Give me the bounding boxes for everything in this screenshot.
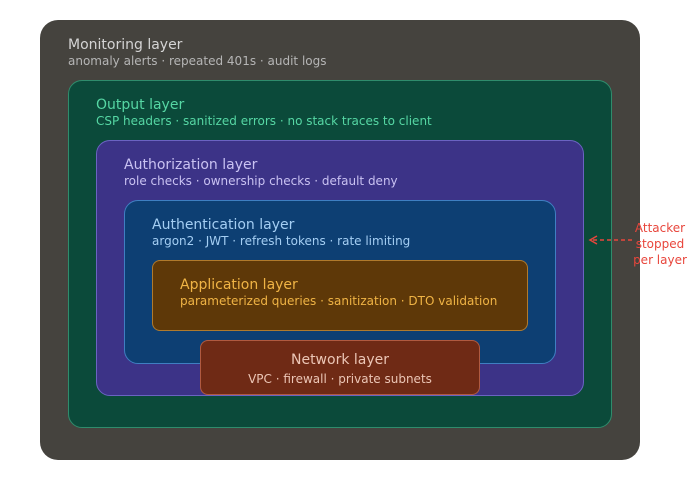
monitoring-layer-items: anomaly alerts · repeated 401s · audit l… xyxy=(68,54,327,68)
output-layer-title: Output layer xyxy=(96,97,185,113)
network-layer: Network layer VPC · firewall · private s… xyxy=(200,340,480,395)
monitoring-layer-title: Monitoring layer xyxy=(68,37,183,53)
application-layer-items: parameterized queries · sanitization · D… xyxy=(180,294,498,308)
output-layer-items: CSP headers · sanitized errors · no stac… xyxy=(96,114,432,128)
application-layer: Application layer parameterized queries … xyxy=(152,260,528,331)
network-layer-title: Network layer xyxy=(290,352,390,368)
authorization-layer-items: role checks · ownership checks · default… xyxy=(124,174,398,188)
attacker-label: Attacker stopped per layer xyxy=(628,220,692,268)
attacker-arrow-icon xyxy=(588,235,632,245)
application-layer-title: Application layer xyxy=(180,277,298,293)
attacker-label-line: Attacker xyxy=(634,221,686,235)
network-layer-items: VPC · firewall · private subnets xyxy=(248,372,432,386)
attacker-label-line: per layer xyxy=(633,253,687,267)
authentication-layer-title: Authentication layer xyxy=(152,217,295,233)
authentication-layer-items: argon2 · JWT · refresh tokens · rate lim… xyxy=(152,234,411,248)
authorization-layer-title: Authorization layer xyxy=(124,157,258,173)
attacker-label-line: stopped xyxy=(635,237,685,251)
